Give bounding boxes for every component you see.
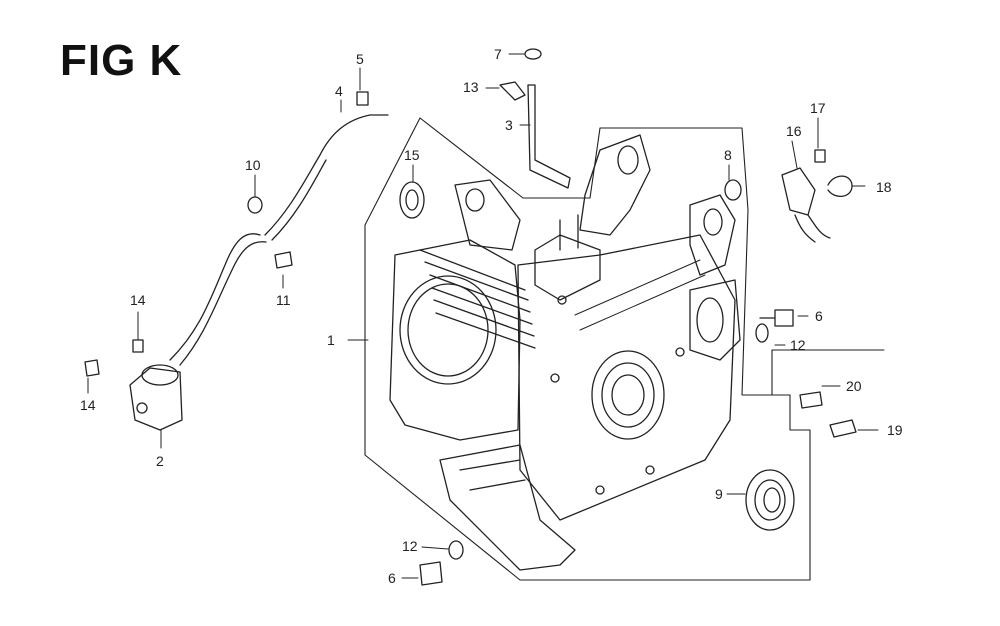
- callout-8: 8: [724, 147, 732, 163]
- callout-2: 2: [156, 453, 164, 469]
- bolt-part-5: [356, 91, 369, 106]
- clamp-part-18: [827, 175, 853, 197]
- washer-part-12-bottom: [448, 540, 464, 560]
- callout-20: 20: [846, 378, 862, 394]
- bolt-part-17: [814, 149, 826, 163]
- clip-part-13: [499, 81, 526, 101]
- callout-labels: 1 2 3 4 5 6 6 7 8 9 10 11 12 12 13 14 14…: [80, 46, 903, 586]
- callout-14-lower: 14: [80, 397, 96, 413]
- lead-part-4: [264, 114, 389, 236]
- callout-12-bottom: 12: [402, 538, 418, 554]
- callout-9: 9: [715, 486, 723, 502]
- coil-part-2: [129, 233, 267, 431]
- crankcase-body: [389, 134, 741, 571]
- callout-19: 19: [887, 422, 903, 438]
- callout-11: 11: [276, 292, 291, 308]
- callout-15: 15: [404, 147, 420, 163]
- callout-16: 16: [786, 123, 802, 139]
- callout-5: 5: [356, 51, 364, 67]
- oil-seal-part-9: [745, 469, 795, 531]
- callout-14-upper: 14: [130, 292, 146, 308]
- plug-part-8: [724, 179, 742, 201]
- leader-lines: [87, 53, 879, 579]
- bolt-part-6-bottom: [419, 561, 443, 586]
- callout-3: 3: [505, 117, 513, 133]
- bolt-part-20: [799, 391, 823, 409]
- washer-part-7: [524, 48, 542, 60]
- grommet-part-10: [247, 196, 263, 214]
- callout-1: 1: [327, 332, 335, 348]
- washer-part-12-right: [755, 323, 769, 343]
- nut-part-11: [274, 251, 293, 269]
- callout-4: 4: [335, 83, 343, 99]
- tube-part-3: [527, 84, 571, 189]
- switch-part-16: [781, 167, 831, 243]
- bolt-part-6-right: [759, 309, 794, 327]
- bolt-part-14-upper: [132, 339, 144, 353]
- callout-6-right: 6: [815, 308, 823, 324]
- bolt-part-14-lower: [84, 359, 100, 377]
- sensor-part-19: [829, 419, 857, 438]
- assembly-boundary: [364, 117, 811, 581]
- sub-boundary-right: [771, 349, 885, 396]
- figure-title: FIG K: [60, 36, 183, 85]
- callout-12-right: 12: [790, 337, 806, 353]
- oil-seal-part-15: [399, 181, 425, 219]
- callout-10: 10: [245, 157, 261, 173]
- callout-6-bottom: 6: [388, 570, 396, 586]
- callout-18: 18: [876, 179, 892, 195]
- callout-17: 17: [810, 100, 826, 116]
- callout-7: 7: [494, 46, 502, 62]
- callout-13: 13: [463, 79, 479, 95]
